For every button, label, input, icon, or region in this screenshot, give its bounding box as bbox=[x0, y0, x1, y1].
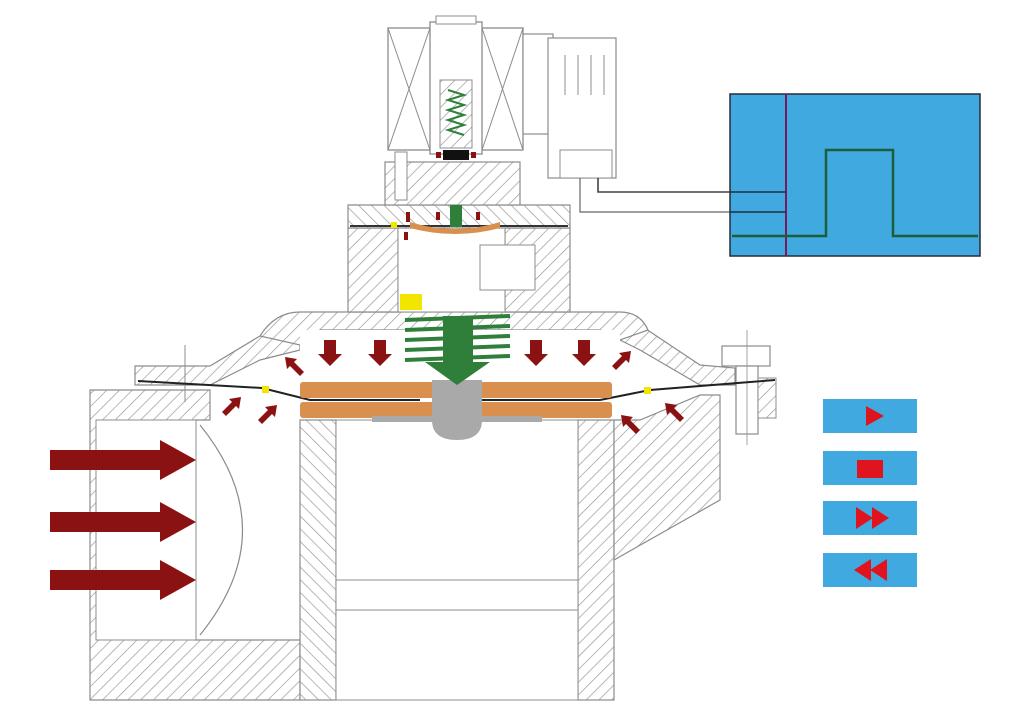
right-cover bbox=[619, 314, 736, 386]
fast-forward-button[interactable] bbox=[823, 501, 917, 535]
outlet-wall-right bbox=[577, 419, 615, 701]
rewind-icon bbox=[854, 559, 887, 581]
fast-forward-icon bbox=[856, 507, 889, 529]
outlet-wall-left bbox=[299, 419, 337, 701]
outlet-sleeve bbox=[335, 579, 579, 611]
pilot-screw bbox=[394, 151, 408, 201]
bleed-marker-left bbox=[262, 386, 269, 393]
main-diaphragm-assembly bbox=[137, 379, 776, 440]
inlet-flow-arrows bbox=[50, 440, 196, 600]
stop-icon bbox=[857, 460, 883, 478]
signal-wire bbox=[579, 178, 778, 213]
pilot-diaphragm bbox=[350, 205, 568, 240]
playback-controls bbox=[823, 399, 917, 587]
solenoid-coil bbox=[387, 15, 524, 160]
diaphragm-membrane-left bbox=[137, 380, 420, 401]
pilot-neck-left bbox=[347, 227, 399, 313]
scope-waveform bbox=[732, 148, 978, 238]
diaphragm-membrane-right bbox=[480, 379, 776, 401]
clamp-bolt bbox=[721, 330, 777, 445]
chamber-pressure-arrows bbox=[222, 340, 684, 434]
connector-plug bbox=[522, 33, 778, 213]
outlet-bore bbox=[335, 419, 579, 701]
left-cover bbox=[134, 335, 301, 386]
play-button[interactable] bbox=[823, 399, 917, 433]
inlet-arrow-1 bbox=[50, 440, 196, 480]
bleed-marker-right bbox=[644, 387, 651, 394]
inlet-lens bbox=[199, 424, 244, 636]
pilot-seal bbox=[443, 150, 469, 160]
inlet-arrow-2 bbox=[50, 502, 196, 542]
main-spring bbox=[400, 294, 511, 385]
plunger bbox=[439, 79, 473, 149]
signal-scope-panel bbox=[729, 93, 981, 257]
inlet-arrow-3 bbox=[50, 560, 196, 600]
rewind-button[interactable] bbox=[823, 553, 917, 587]
valve-poppet bbox=[432, 380, 482, 440]
spring-force-arrow bbox=[425, 362, 490, 385]
right-body bbox=[613, 394, 721, 562]
pilot-bleed-block bbox=[479, 244, 536, 291]
play-icon bbox=[866, 406, 884, 426]
plunger-spring bbox=[444, 89, 468, 136]
stop-button[interactable] bbox=[823, 451, 917, 485]
